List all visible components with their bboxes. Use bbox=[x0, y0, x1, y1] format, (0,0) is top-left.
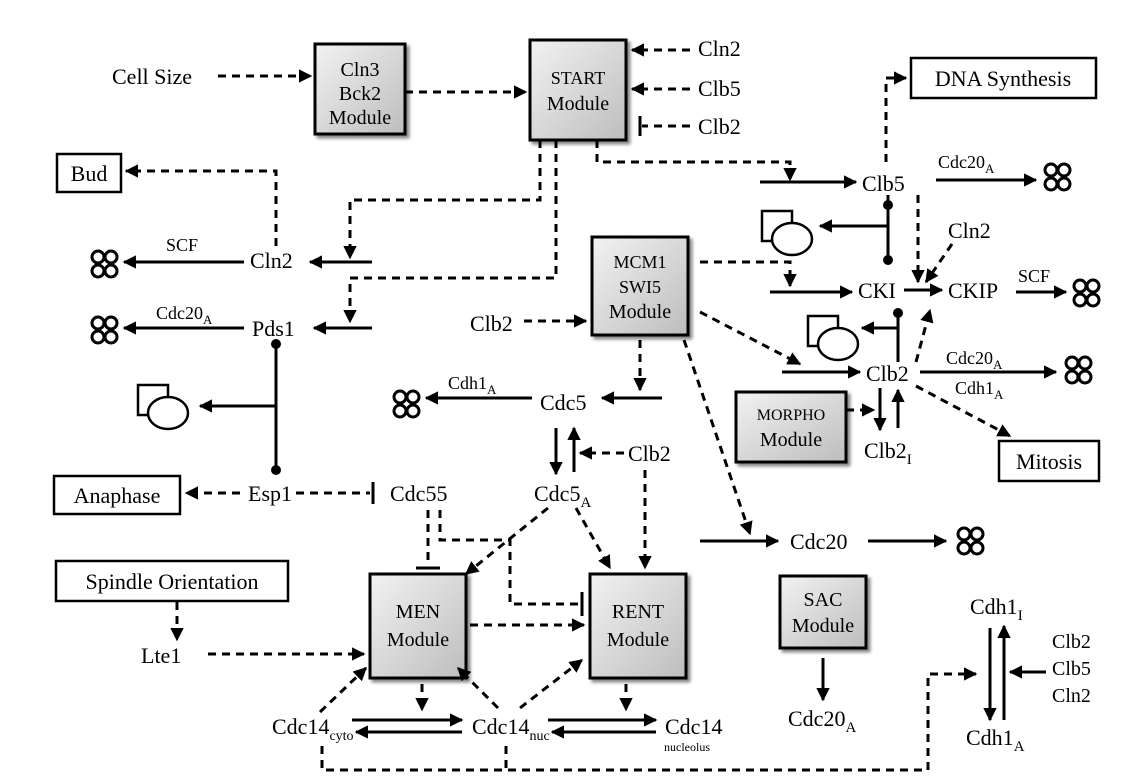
svg-text:MORPHO: MORPHO bbox=[757, 407, 825, 424]
edge-label-cdc20a-clb5: Cdc20A bbox=[938, 152, 995, 176]
svg-text:MEN: MEN bbox=[396, 601, 440, 623]
svg-text:Module: Module bbox=[607, 629, 669, 651]
anaphase-box: Anaphase bbox=[52, 474, 182, 516]
svg-text:MCM1: MCM1 bbox=[613, 252, 666, 272]
lte1-label: Lte1 bbox=[141, 643, 181, 668]
svg-text:Module: Module bbox=[792, 615, 854, 637]
cdh1i-label: Cdh1I bbox=[970, 594, 1023, 624]
svg-text:Module: Module bbox=[609, 301, 671, 323]
cdc55-label: Cdc55 bbox=[390, 481, 447, 506]
cdc14nuc-label: Cdc14nuc bbox=[472, 714, 550, 744]
svg-text:SAC: SAC bbox=[804, 589, 843, 611]
complex-icon-clb2 bbox=[806, 314, 860, 362]
degradation-icon-cdc20 bbox=[956, 526, 985, 556]
cdh1-input-clb5: Clb5 bbox=[1052, 658, 1091, 680]
svg-text:Mitosis: Mitosis bbox=[1016, 449, 1082, 474]
cdh1-input-cln2: Cln2 bbox=[1052, 685, 1091, 707]
svg-text:Cln3: Cln3 bbox=[341, 59, 380, 81]
degradation-icon-ckip bbox=[1072, 278, 1101, 308]
svg-text:Bud: Bud bbox=[71, 161, 108, 186]
bud-box: Bud bbox=[55, 152, 123, 194]
cdc20a-label: Cdc20A bbox=[788, 706, 856, 736]
cki-label: CKI bbox=[858, 278, 896, 303]
cdc5a-label: Cdc5A bbox=[534, 481, 591, 511]
degradation-icon-pds1 bbox=[90, 315, 119, 345]
cdh1-input-clb2: Clb2 bbox=[1052, 631, 1091, 653]
cdc5-label: Cdc5 bbox=[540, 390, 586, 415]
edge-label-scf-ckip: SCF bbox=[1018, 266, 1050, 286]
cdc14-nucleolus-label: Cdc14 bbox=[665, 714, 722, 739]
cdc20-label: Cdc20 bbox=[790, 529, 847, 554]
ckip-label: CKIP bbox=[948, 278, 998, 303]
cln2-label: Cln2 bbox=[250, 248, 293, 273]
clb2-mcm-input-label: Clb2 bbox=[470, 311, 513, 336]
cln2-input-label: Cln2 bbox=[698, 36, 741, 61]
edges bbox=[122, 43, 1068, 772]
spindle-orientation-box: Spindle Orientation bbox=[54, 559, 290, 603]
edge-label-cdc20a-pds1: Cdc20A bbox=[156, 303, 213, 327]
svg-text:DNA Synthesis: DNA Synthesis bbox=[935, 66, 1071, 91]
rent-module: RENT Module bbox=[588, 572, 688, 680]
pds1-label: Pds1 bbox=[252, 316, 295, 341]
clb2-cdc5-label: Clb2 bbox=[628, 441, 671, 466]
svg-text:Module: Module bbox=[760, 429, 822, 451]
svg-text:Module: Module bbox=[547, 93, 609, 115]
svg-text:Anaphase: Anaphase bbox=[74, 483, 161, 508]
svg-text:START: START bbox=[551, 68, 605, 88]
men-module: MEN Module bbox=[368, 572, 468, 680]
cln2-cki-label: Cln2 bbox=[948, 218, 991, 243]
sac-module: SAC Module bbox=[778, 574, 868, 650]
cdc14-nucleolus-sub: nucleolus bbox=[664, 740, 710, 754]
svg-text:Module: Module bbox=[329, 107, 391, 129]
start-module: START Module bbox=[528, 38, 628, 142]
clb2-input-label: Clb2 bbox=[698, 114, 741, 139]
edge-label-cdh1a-cdc5: Cdh1A bbox=[448, 373, 497, 397]
cln3-bck2-module: Cln3 Bck2 Module bbox=[313, 42, 407, 136]
cdh1a-label: Cdh1A bbox=[966, 725, 1025, 755]
degradation-icon-cdc5 bbox=[392, 389, 421, 419]
complex-icon-pds1-esp1 bbox=[136, 383, 190, 431]
clb5-input-label: Clb5 bbox=[698, 76, 741, 101]
morpho-module: MORPHO Module bbox=[734, 390, 848, 464]
edge-label-scf-cln2: SCF bbox=[166, 235, 198, 255]
svg-text:SWI5: SWI5 bbox=[619, 277, 661, 297]
cell-size-label: Cell Size bbox=[112, 64, 192, 89]
clb2-label: Clb2 bbox=[866, 361, 909, 386]
edge-label-cdh1a-clb2: Cdh1A bbox=[955, 378, 1004, 402]
edge-label-cdc20a-clb2: Cdc20A bbox=[946, 348, 1003, 372]
mcm1-swi5-module: MCM1 SWI5 Module bbox=[590, 235, 690, 337]
svg-text:Bck2: Bck2 bbox=[339, 83, 381, 105]
svg-text:Module: Module bbox=[387, 629, 449, 651]
mitosis-box: Mitosis bbox=[997, 439, 1101, 483]
complex-icon-clb5 bbox=[760, 209, 814, 257]
degradation-icon-clb5 bbox=[1043, 162, 1072, 192]
dna-synthesis-box: DNA Synthesis bbox=[909, 56, 1098, 100]
svg-text:RENT: RENT bbox=[612, 601, 664, 623]
cdc14cyto-label: Cdc14cyto bbox=[272, 714, 354, 744]
esp1-label: Esp1 bbox=[248, 481, 292, 506]
clb2i-label: Clb2I bbox=[864, 438, 912, 468]
degradation-icon-clb2 bbox=[1064, 355, 1093, 385]
degradation-icon-cln2 bbox=[90, 249, 119, 279]
clb5-label: Clb5 bbox=[862, 171, 905, 196]
svg-text:Spindle Orientation: Spindle Orientation bbox=[86, 569, 259, 594]
